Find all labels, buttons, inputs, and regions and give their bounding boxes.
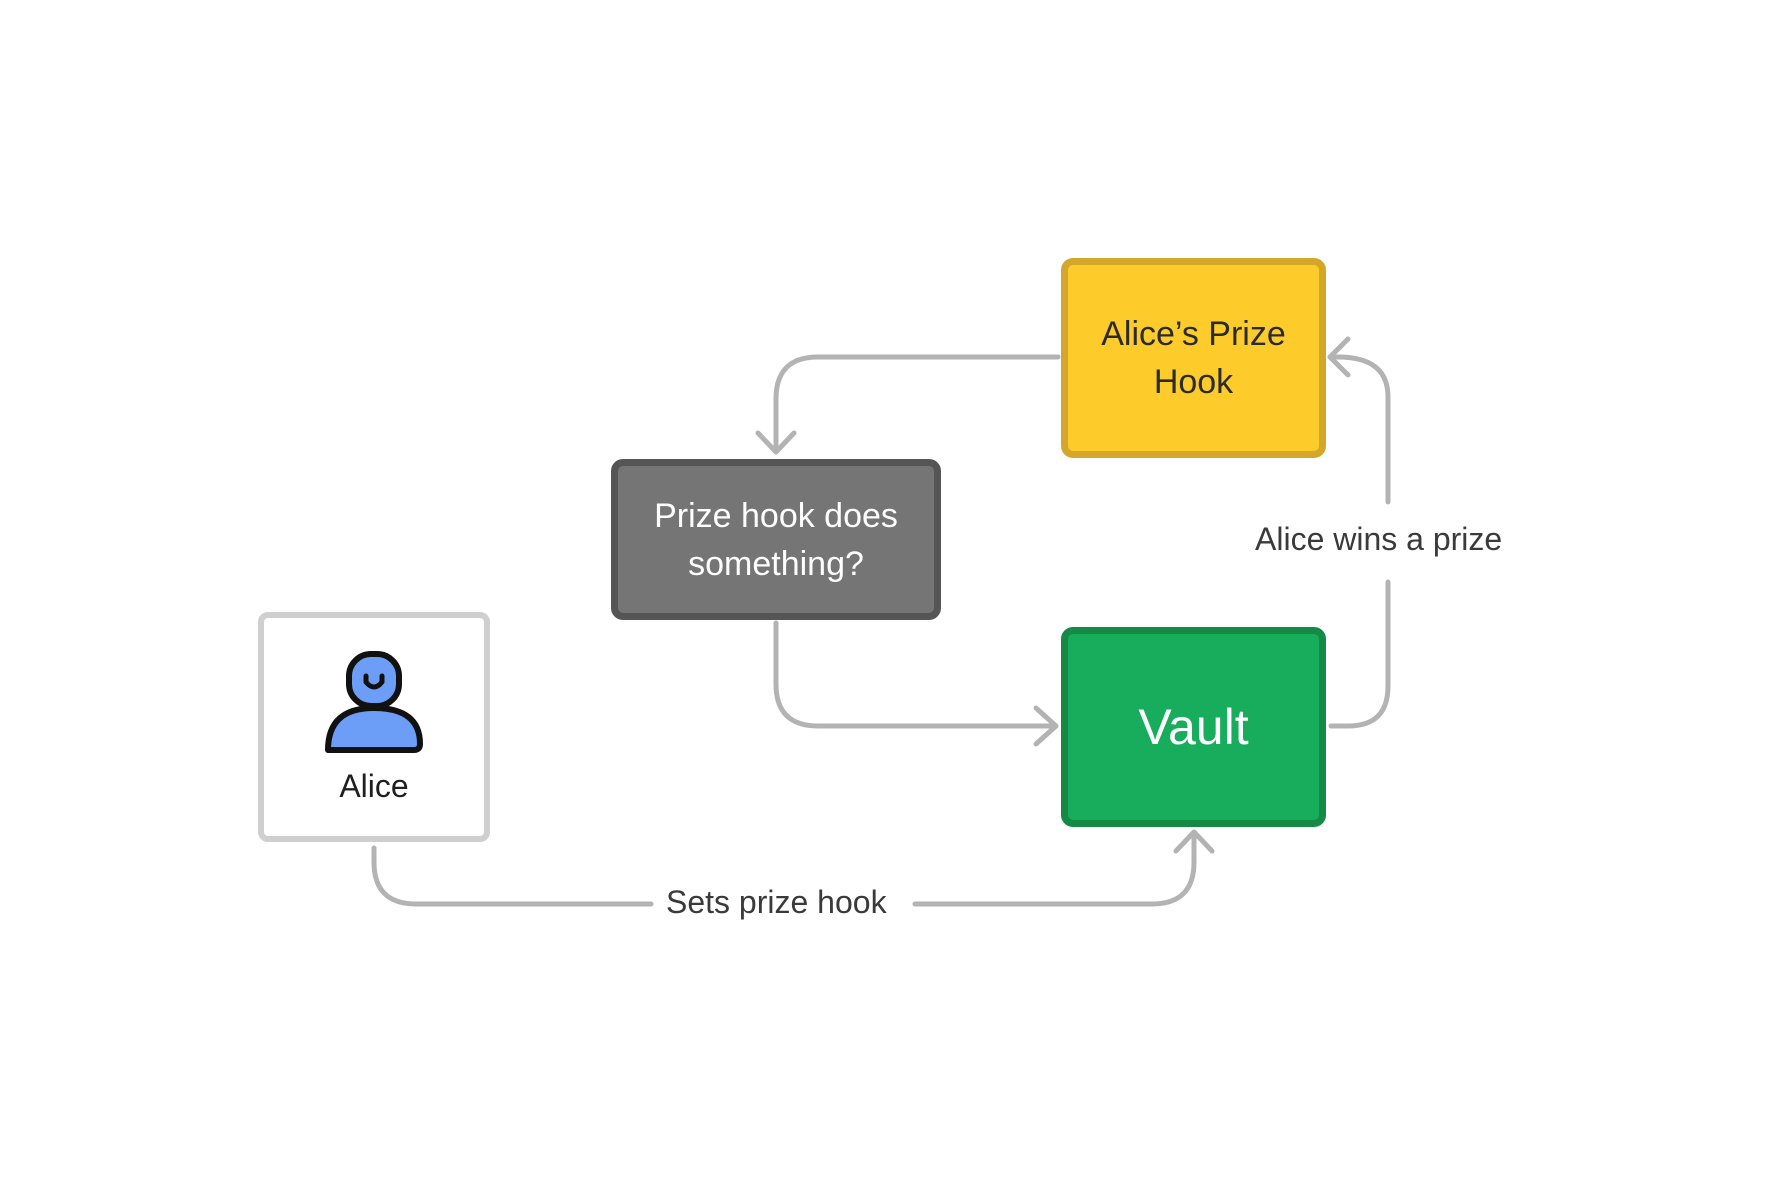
prize-hook-node: Alice’s Prize Hook (1061, 258, 1326, 458)
edge-hook-to-action (773, 354, 1061, 452)
vault-node: Vault (1061, 627, 1326, 827)
hook-action-label: Prize hook does something? (654, 496, 898, 583)
edge-wins-prize (1327, 354, 1391, 729)
prize-hook-label: Alice’s Prize Hook (1101, 315, 1286, 401)
alice-node: Alice (258, 612, 490, 842)
edge-sets-prize-hook (371, 831, 1197, 907)
arrowhead-into-action (755, 430, 797, 455)
edge-action-to-vault (773, 620, 1057, 729)
edge-label-sets-prize-hook: Sets prize hook (666, 884, 887, 921)
person-icon (325, 650, 423, 753)
arrowhead-into-vault-bottom (1173, 829, 1215, 854)
arrowhead-into-prize-hook (1327, 336, 1351, 378)
arrowhead-into-vault-left (1033, 705, 1059, 747)
vault-label: Vault (1138, 699, 1249, 755)
alice-label: Alice (339, 767, 409, 804)
edge-label-wins-prize: Alice wins a prize (1255, 521, 1503, 558)
hook-action-node: Prize hook does something? (611, 459, 941, 620)
